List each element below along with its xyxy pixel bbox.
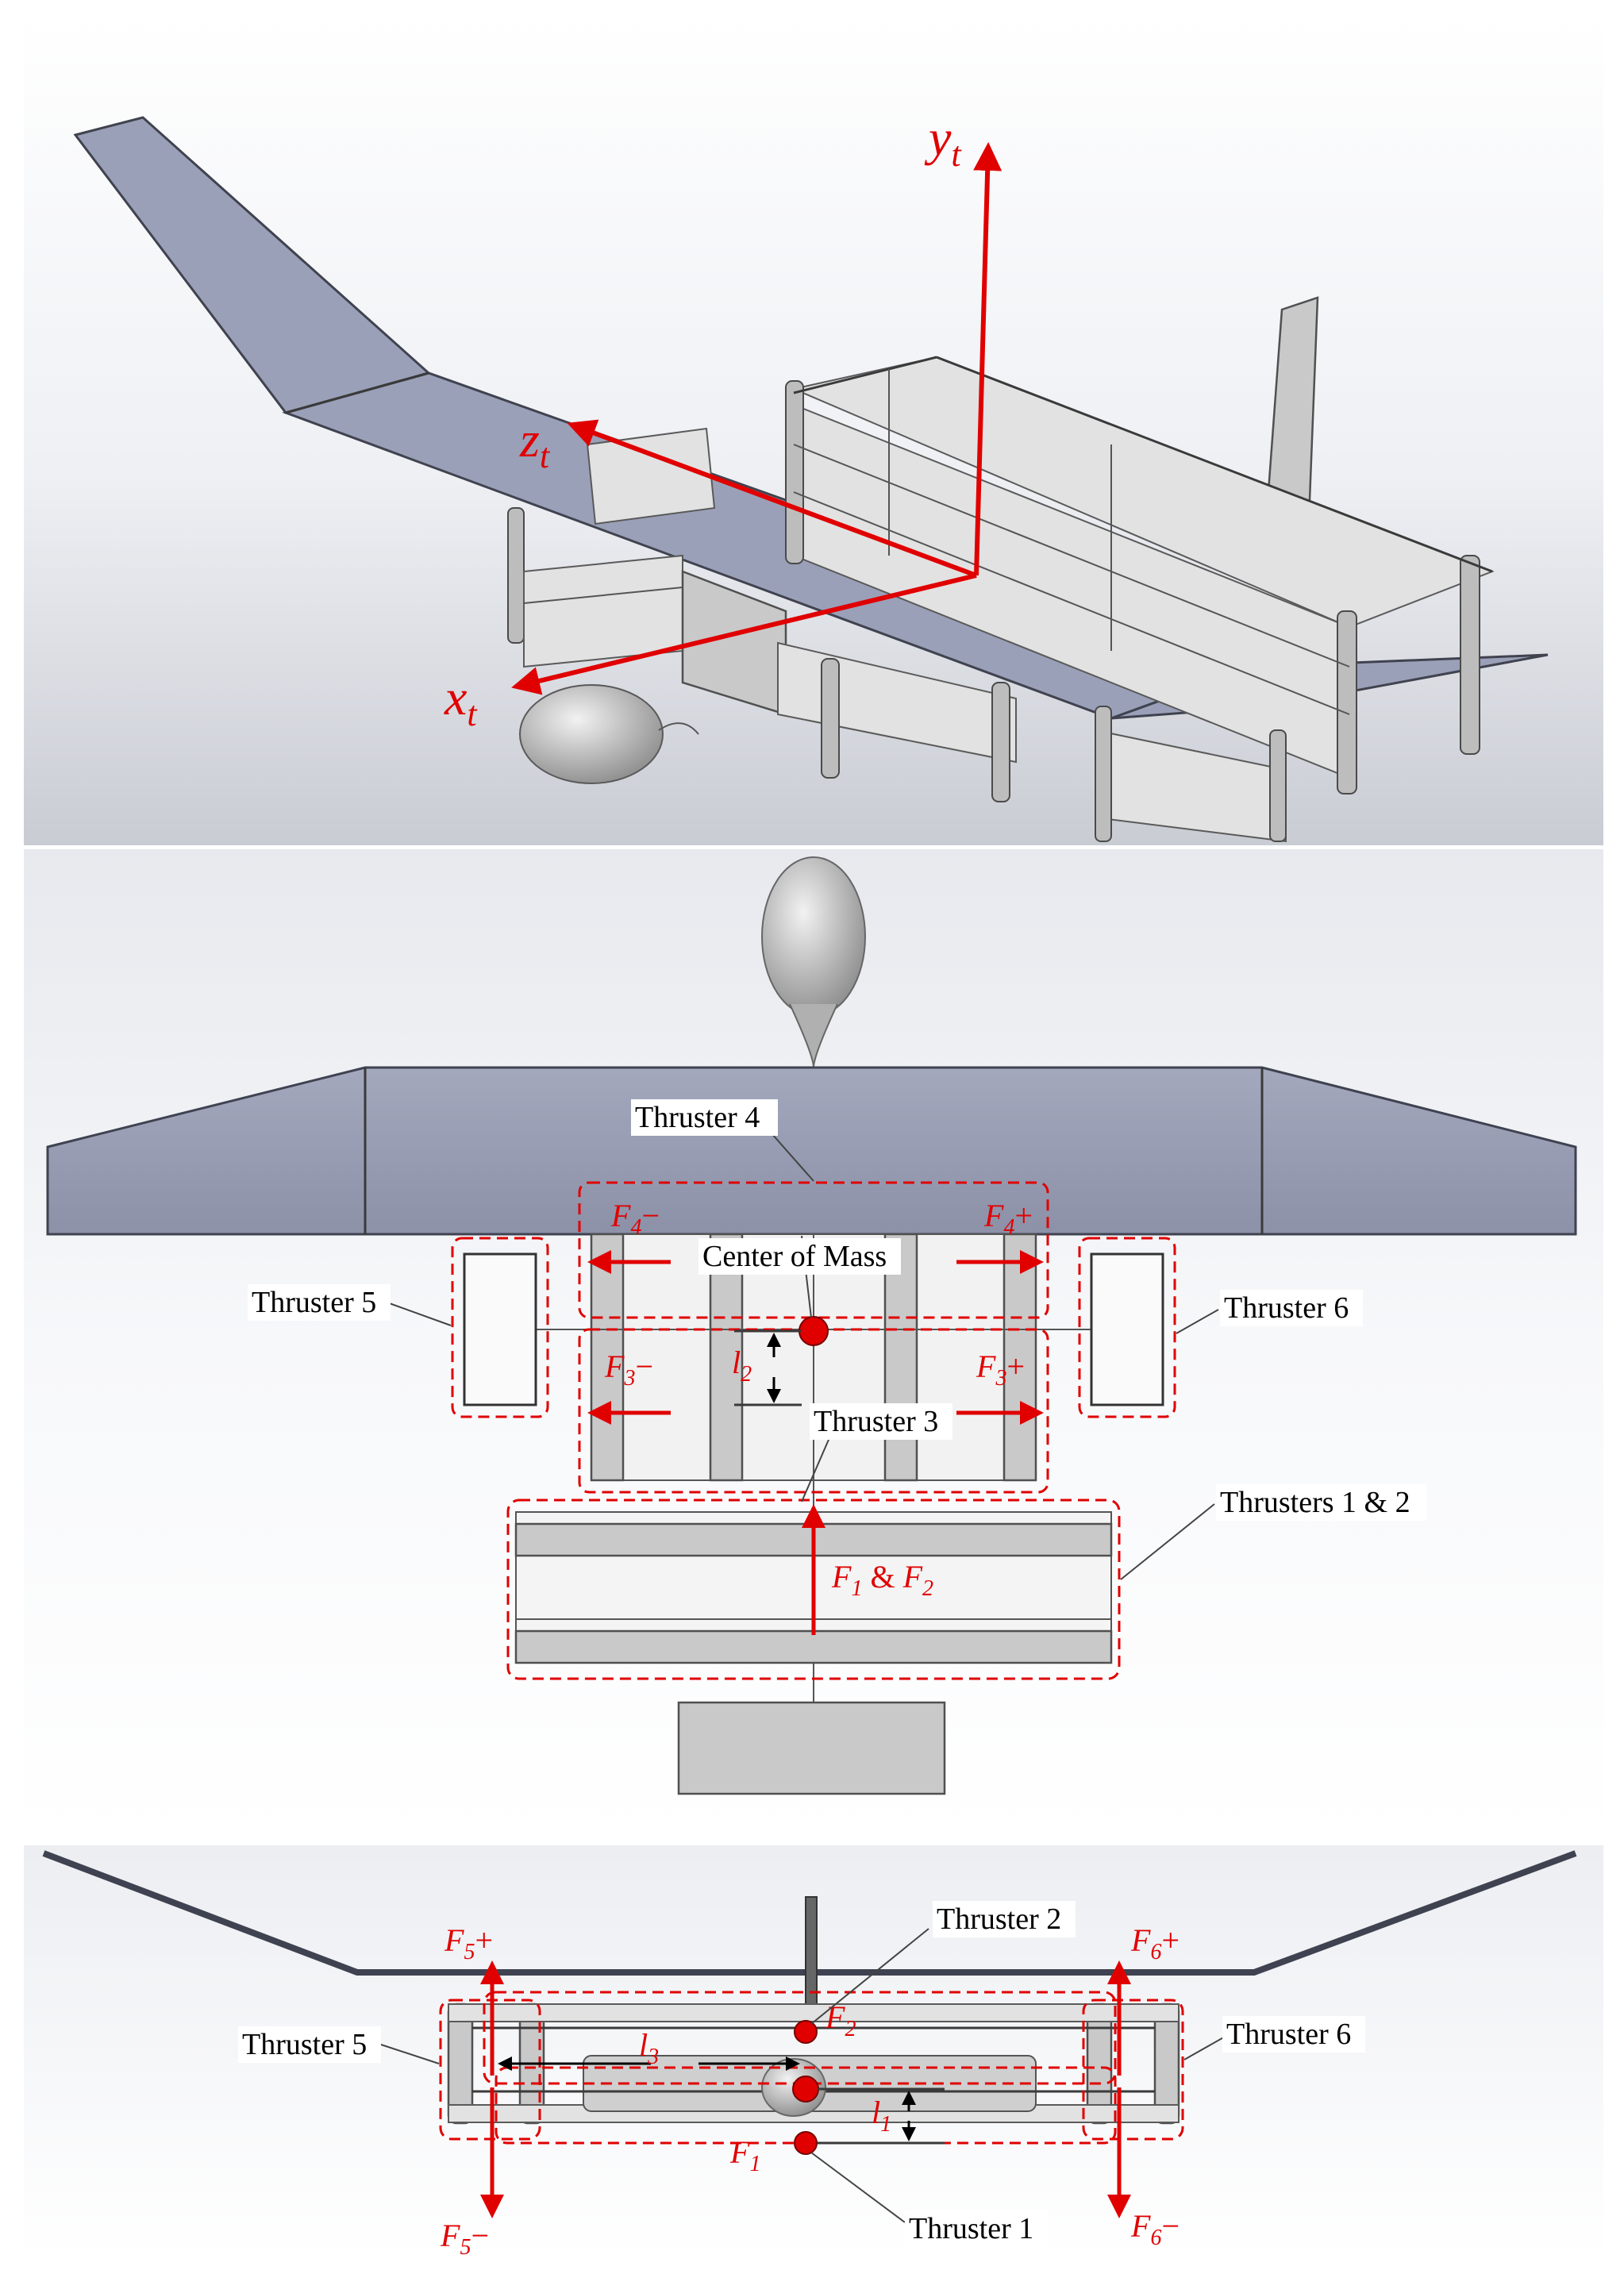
thruster2-point [794, 2020, 818, 2044]
lower-frame [777, 641, 1287, 843]
y-axis-arrow [973, 142, 1002, 576]
svg-text:Thruster 4: Thruster 4 [635, 1101, 760, 1134]
thruster2-callout: Thruster 2 [933, 1901, 1076, 1937]
f5-minus-label: F5− [440, 2218, 489, 2260]
nose-pod [519, 684, 664, 784]
svg-text:Thruster 6: Thruster 6 [1226, 2018, 1351, 2051]
l3-label: l3 [639, 2027, 659, 2069]
svg-text:Thruster 3: Thruster 3 [814, 1405, 938, 1438]
f6-plus-label: F6+ [1130, 1922, 1180, 1964]
y-axis-label: yt [924, 110, 962, 174]
f3-minus-label: F3− [604, 1349, 653, 1391]
thruster6-frame [1090, 1252, 1164, 1406]
rear-frame [785, 356, 1495, 794]
svg-text:Thruster 2: Thruster 2 [937, 1903, 1061, 1936]
svg-text:Thrusters 1 & 2: Thrusters 1 & 2 [1220, 1486, 1410, 1519]
f1-label: F1 [729, 2134, 760, 2176]
f3-plus-label: F3+ [976, 1349, 1025, 1391]
thruster6-box [1078, 1237, 1176, 1418]
f5-plus-label: F5+ [444, 1922, 493, 1964]
thruster3-box [578, 1328, 1049, 1494]
thruster6-callout: Thruster 6 [1222, 2016, 1365, 2053]
panel-isometric: yt zt xt [24, 16, 1603, 845]
f4-plus-label: F4+ [983, 1198, 1033, 1240]
svg-text:Thruster 5: Thruster 5 [252, 1286, 376, 1319]
l1-label: l1 [872, 2095, 891, 2137]
tailplane [677, 1701, 946, 1795]
thruster5-callout: Thruster 5 [238, 2026, 381, 2063]
thruster6-box [1082, 1999, 1184, 2141]
center-of-mass-callout: Center of Mass [698, 1238, 901, 1275]
vertical-tail [805, 1896, 818, 2017]
z-axis-label: zt [519, 411, 551, 475]
front-box [507, 427, 716, 668]
svg-text:Thruster 5: Thruster 5 [242, 2028, 367, 2061]
svg-text:Thruster 6: Thruster 6 [1224, 1291, 1349, 1325]
thruster1-callout: Thruster 1 [905, 2210, 1048, 2247]
svg-text:Thruster 1: Thruster 1 [909, 2212, 1033, 2245]
f4-minus-label: F4− [610, 1198, 660, 1240]
thruster5-callout: Thruster 5 [248, 1284, 391, 1321]
svg-text:Center of Mass: Center of Mass [702, 1240, 887, 1273]
f6-minus-label: F6− [1130, 2208, 1180, 2250]
l2-label: l2 [732, 1345, 752, 1387]
thruster5-frame [463, 1252, 537, 1406]
thruster3-callout: Thruster 3 [810, 1403, 952, 1440]
thrusters12-callout: Thrusters 1 & 2 [1216, 1484, 1426, 1521]
thruster6-callout: Thruster 6 [1220, 1290, 1363, 1326]
center-of-mass-dot [792, 2076, 819, 2103]
panel-top-view: l2 F4− F4+ F3− F3+ F1 & F2 Thruster 4 Ce… [24, 849, 1603, 1841]
z-axis-arrow [567, 419, 978, 578]
thrusters12-box [506, 1499, 1121, 1680]
thruster5-box [451, 1237, 549, 1418]
thruster1-point [794, 2131, 818, 2155]
f12-label: F1 & F2 [831, 1559, 933, 1601]
body-frame-axes: yt zt xt [444, 110, 1002, 733]
wing-planform [46, 1066, 1577, 1236]
nose-pod [761, 856, 866, 1017]
panel-front-view: l3 l1 F5+ F5− F6+ F6− F2 F1 Thruster 2 T… [24, 1845, 1603, 2260]
x-axis-label: xt [444, 669, 478, 733]
center-of-mass-dot [799, 1316, 829, 1346]
x-axis-arrow [511, 573, 977, 695]
thruster4-callout: Thruster 4 [631, 1099, 778, 1136]
